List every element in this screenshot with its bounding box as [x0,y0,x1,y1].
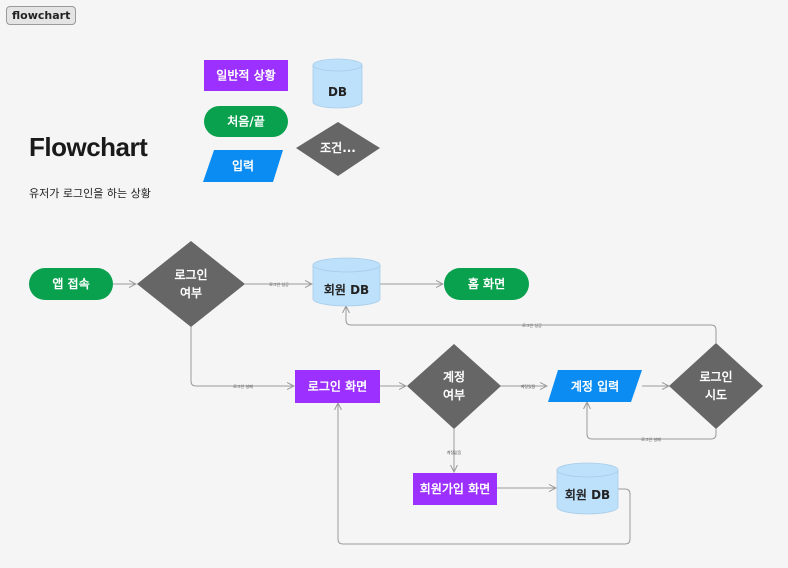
edge-db-to-login-screen [338,403,631,545]
legend: 일반적 상황 DB 처음/끝 조건... 입력 [203,58,380,182]
edge-login-success-2 [346,306,717,343]
page-subtitle: 유저가 로그인을 하는 상황 [29,187,151,200]
node-account-question-line1: 계정 [443,369,465,384]
edge-label-account-exists: 계정있음 [521,383,536,389]
node-login-try: 로그인 시도 [669,343,763,429]
legend-db-node: DB [312,58,363,109]
node-login-try-line2: 시도 [705,388,727,402]
edge-label-account-none: 계정없음 [447,449,462,455]
node-account-input: 계정 입력 [548,370,642,402]
legend-condition-node: 조건... [296,122,380,176]
legend-general-label: 일반적 상황 [216,68,275,83]
node-signup-screen: 회원가입 화면 [413,473,497,505]
edge-login-fail [190,326,294,386]
node-login-screen-label: 로그인 화면 [308,379,367,394]
edge-login-fail-2 [587,402,717,440]
node-account-question-line2: 여부 [443,387,465,402]
edge-label-login-fail-2: 로그인 실패 [641,436,661,442]
node-login-question-line2: 여부 [180,285,202,300]
node-login-screen: 로그인 화면 [295,370,380,403]
legend-condition-label: 조건... [320,140,356,155]
edge-label-login-fail: 로그인 실패 [233,383,253,389]
node-app-access-label: 앱 접속 [52,277,89,291]
node-account-question: 계정 여부 [407,344,501,429]
node-member-db-top-label: 회원 DB [324,282,369,297]
node-app-access: 앱 접속 [29,268,113,300]
node-member-db-top: 회원 DB [312,257,381,307]
flowchart-tag: flowchart [6,6,77,25]
node-login-question-line1: 로그인 [174,267,207,282]
legend-input-label: 입력 [232,159,254,173]
node-member-db-bottom: 회원 DB [556,462,619,515]
legend-terminal-label: 처음/끝 [227,114,265,129]
node-member-db-bottom-label: 회원 DB [565,487,610,502]
edge-label-login-success-2: 로그인 성공 [522,322,542,328]
node-home-label: 홈 화면 [468,276,505,291]
edge-labels: 로그인 성공 로그인 실패 계정있음 로그인 성공 로그인 실패 계정없음 [233,281,661,455]
page-title: Flowchart [29,132,148,162]
node-login-try-line1: 로그인 [699,369,732,384]
node-login-question: 로그인 여부 [137,241,245,327]
legend-db-label: DB [328,85,347,99]
legend-input-node: 입력 [203,150,283,182]
node-home: 홈 화면 [444,268,529,300]
legend-general-node: 일반적 상황 [204,60,288,91]
legend-terminal-node: 처음/끝 [204,106,288,137]
connectors [113,284,717,545]
node-signup-screen-label: 회원가입 화면 [420,481,490,496]
node-account-input-label: 계정 입력 [571,379,619,394]
edge-label-login-success: 로그인 성공 [269,281,289,287]
